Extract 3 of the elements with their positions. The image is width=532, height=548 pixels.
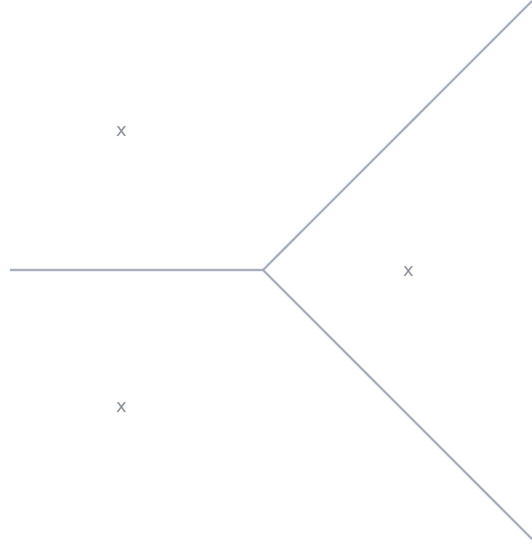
point-label: x bbox=[116, 397, 127, 417]
point-label: x bbox=[116, 121, 127, 141]
point-label: x bbox=[403, 261, 414, 281]
